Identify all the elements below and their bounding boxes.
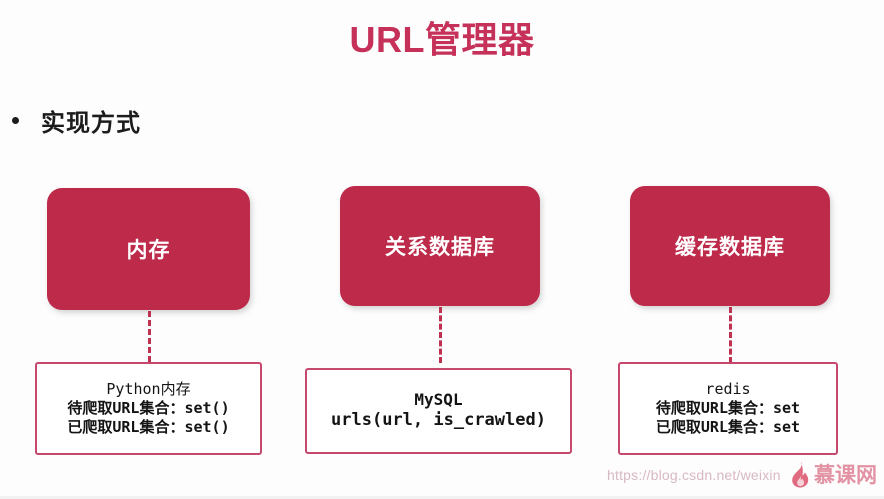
caption-box-memory: Python内存 待爬取URL集合：set() 已爬取URL集合：set()	[35, 362, 262, 455]
connector-line-cache-db	[729, 307, 732, 363]
caption-cache-db-line1: 待爬取URL集合：set	[655, 398, 801, 417]
card-memory: 内存	[47, 188, 250, 310]
card-relational-db: 关系数据库	[340, 186, 540, 306]
page-title: URL管理器	[349, 19, 535, 60]
connector-line-relational-db	[439, 307, 442, 363]
caption-memory-line2: 已爬取URL集合：set()	[67, 418, 230, 437]
card-relational-db-label: 关系数据库	[385, 236, 495, 259]
caption-box-relational-db: MySQL urls(url, is_crawled)	[305, 368, 572, 454]
bullet-heading-label: 实现方式	[41, 110, 141, 137]
card-cache-db-label: 缓存数据库	[675, 236, 785, 259]
caption-cache-db-line2: 已爬取URL集合：set	[655, 418, 801, 437]
bottom-edge-divider	[0, 496, 884, 499]
caption-box-cache-db: redis 待爬取URL集合：set 已爬取URL集合：set	[618, 362, 838, 455]
card-memory-label: 内存	[126, 239, 171, 262]
flame-icon	[792, 462, 809, 488]
bullet-dot-icon	[12, 117, 19, 124]
caption-cache-db-head: redis	[705, 379, 751, 398]
watermark-url: https://blog.csdn.net/weixin	[607, 467, 781, 483]
caption-relational-db-line1: urls(url, is_crawled)	[331, 410, 546, 431]
card-cache-db: 缓存数据库	[630, 186, 830, 306]
watermark-logo-text: 慕课网	[814, 463, 877, 487]
bullet-heading: 实现方式	[12, 103, 141, 138]
watermark-logo: 慕课网	[789, 462, 877, 488]
caption-relational-db-head: MySQL	[414, 389, 463, 409]
caption-memory-line1: 待爬取URL集合：set()	[67, 398, 230, 417]
caption-memory-head: Python内存	[106, 379, 191, 398]
connector-line-memory	[148, 311, 151, 362]
